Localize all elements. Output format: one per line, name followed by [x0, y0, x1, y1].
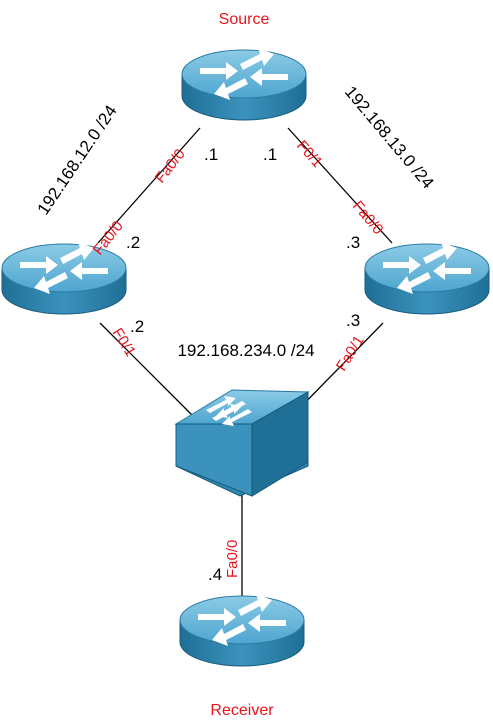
router-r1-name: R1: [234, 118, 253, 135]
switch-arrows-icon: [206, 396, 252, 426]
host-r1-left: .1: [204, 145, 218, 164]
host-r2-bottom: .2: [130, 317, 144, 336]
host-r2-top: .2: [126, 233, 140, 252]
interface-r4-fa0-0: Fa0/0: [224, 540, 241, 578]
router-r1[interactable]: R1: [181, 47, 307, 135]
network-label-13: 192.168.13.0 /24: [341, 82, 438, 192]
receiver-label: Receiver: [210, 702, 274, 719]
router-r2[interactable]: R2: [1, 241, 127, 329]
host-r3-bottom: .3: [346, 311, 360, 330]
router-r2-name: R2: [54, 312, 73, 329]
router-r3-name: R3: [417, 312, 436, 329]
interface-r1-fa0-0: Fa0/0: [152, 146, 189, 187]
interface-r3-fa0-1: Fa0/1: [333, 333, 368, 375]
router-r4-name: R4: [232, 664, 251, 681]
switch-device[interactable]: [174, 384, 310, 497]
link-r1-r2: [97, 127, 201, 244]
link-r1-r3: [287, 127, 393, 244]
interface-r1-f0-1: F0/1: [293, 137, 326, 171]
host-r4: .4: [208, 565, 222, 584]
network-label-12: 192.168.12.0 /24: [34, 102, 121, 218]
router-r4[interactable]: R4: [179, 593, 305, 681]
link-r2-switch: [99, 322, 196, 419]
host-r1-right: .1: [263, 145, 277, 164]
router-r3[interactable]: R3: [364, 241, 490, 329]
source-label: Source: [219, 11, 270, 28]
interface-r3-fa0-0: Fa0/0: [349, 198, 387, 238]
router-icon: [179, 593, 305, 667]
host-r3-top: .3: [346, 233, 360, 252]
router-icon: [181, 47, 307, 121]
network-label-234: 192.168.234.0 /24: [177, 341, 314, 360]
router-icon: [364, 241, 490, 315]
